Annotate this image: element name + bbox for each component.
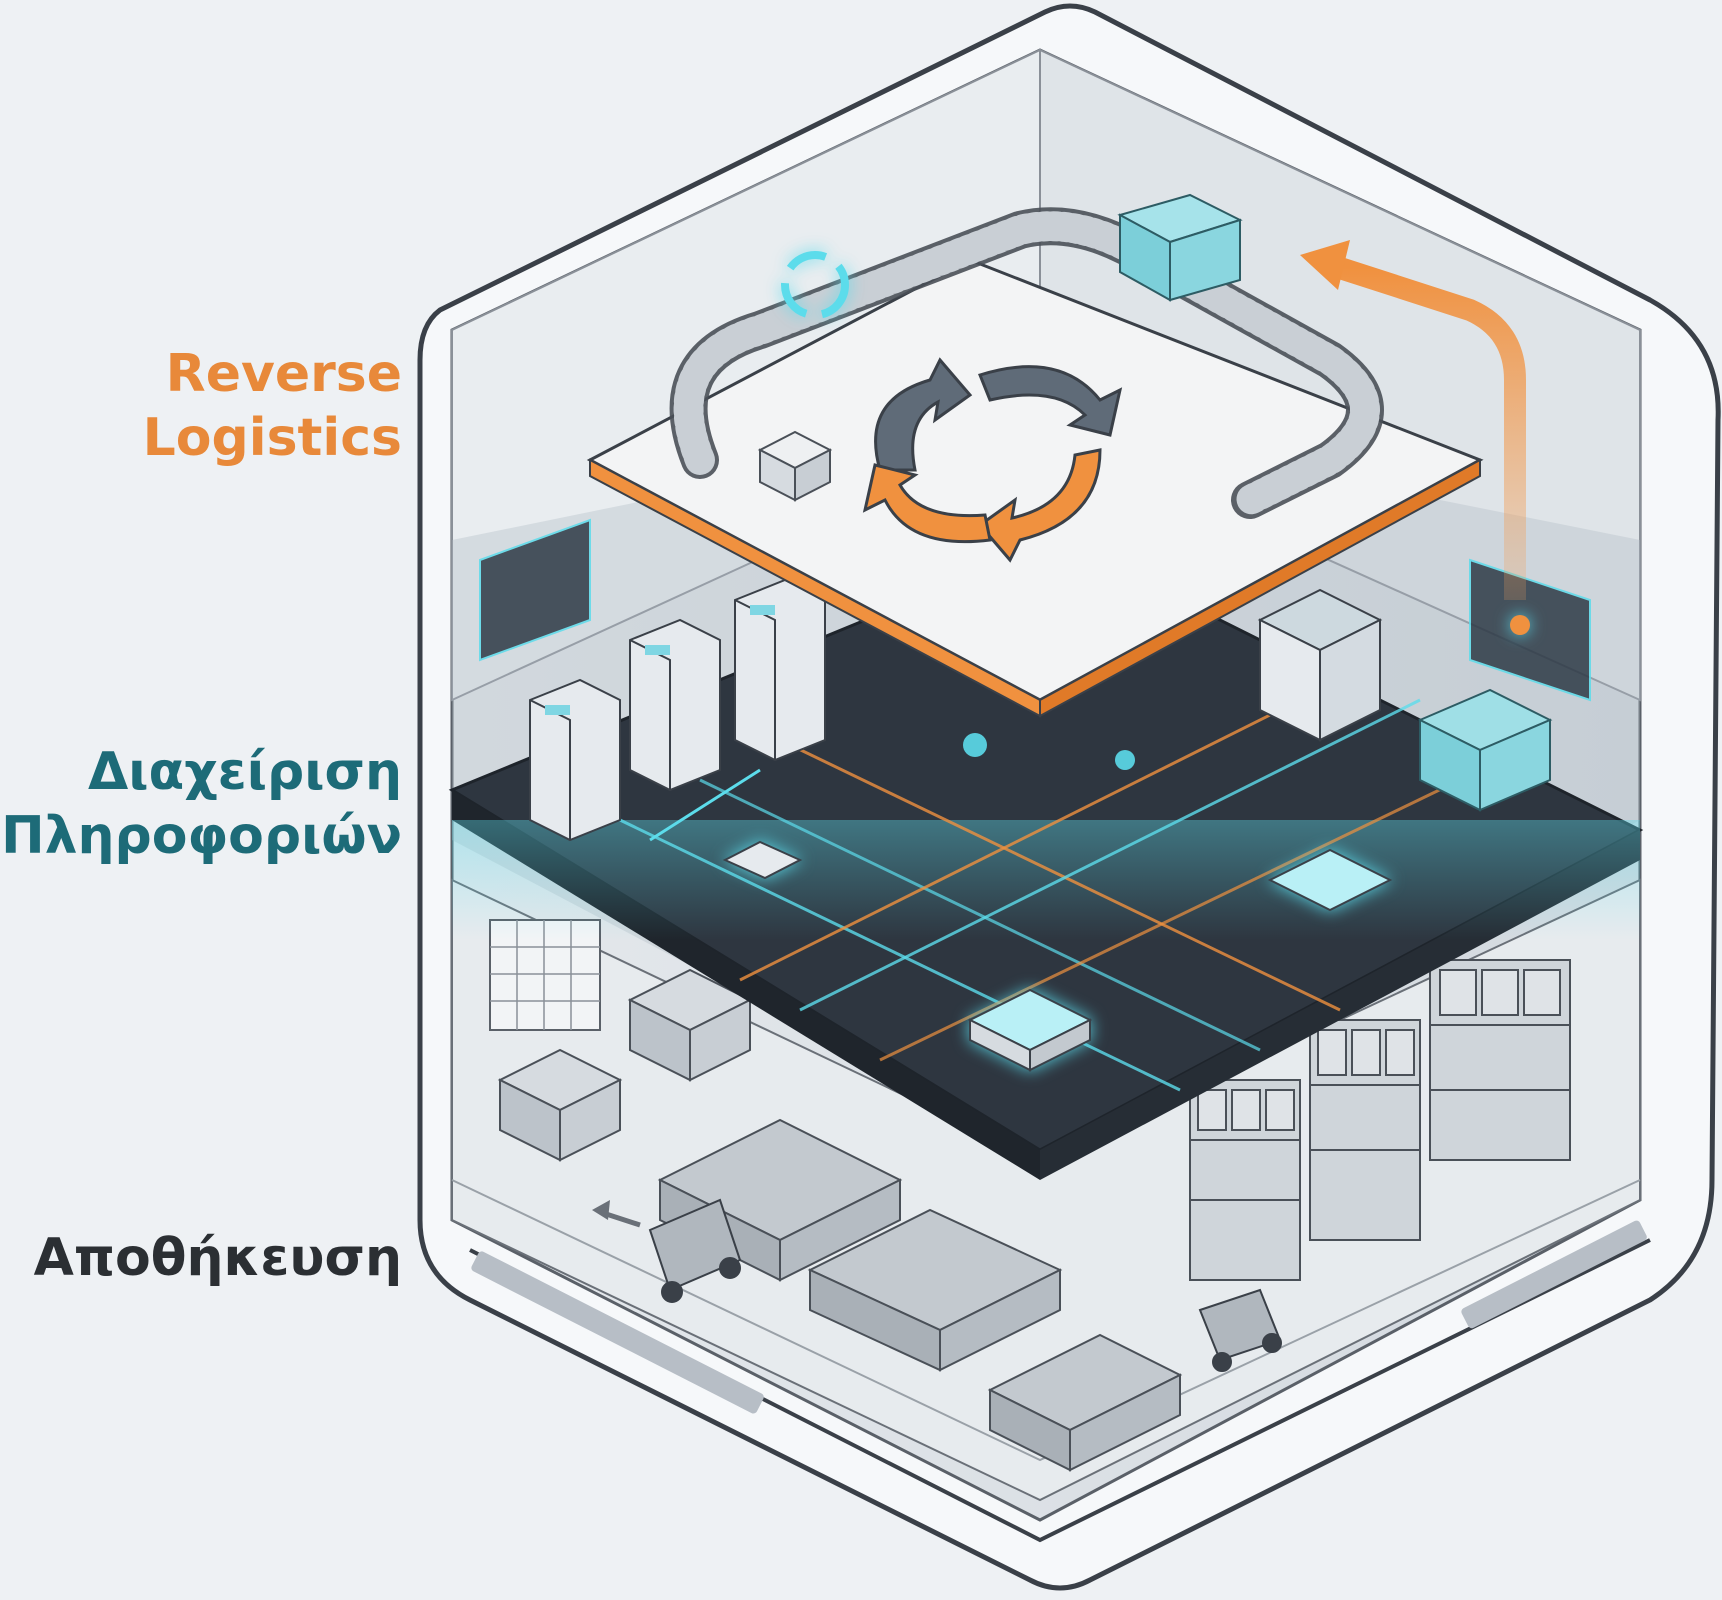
- label-reverse-logistics-line2: Logistics: [142, 408, 402, 468]
- compute-module-icon: [1257, 588, 1383, 742]
- shipping-container-icon: [1117, 193, 1243, 302]
- server-rack-icon: [529, 578, 826, 842]
- storage-level: [451, 878, 1641, 1502]
- crate-pallet-icon: [657, 1118, 1183, 1472]
- box-stack-icon: [497, 968, 753, 1162]
- shipping-container-icon: [1417, 688, 1553, 812]
- label-storage-line1: Αποθήκευση: [33, 1228, 402, 1288]
- data-hub-icon: [722, 840, 1393, 1072]
- wall-monitor-icon: [479, 518, 1591, 702]
- reverse-logistics-level: [586, 193, 1526, 718]
- forklift-icon: [648, 1198, 1282, 1372]
- information-management-level: [448, 420, 1644, 1180]
- label-reverse-logistics-line1: Reverse: [165, 344, 402, 404]
- label-storage: Αποθήκευση: [34, 1226, 402, 1290]
- label-information-management-line1: Διαχείριση: [88, 742, 402, 802]
- label-information-management-line2: Πληροφοριών: [1, 806, 402, 866]
- storage-shelf-icon: [1189, 959, 1571, 1281]
- return-flow-arrow-icon: [1300, 240, 1526, 600]
- holo-recycle-icon: [781, 251, 849, 319]
- label-reverse-logistics: Reverse Logistics: [143, 342, 402, 470]
- label-information-management: Διαχείριση Πληροφοριών: [1, 740, 402, 868]
- conveyor-belt-icon: [669, 207, 1384, 519]
- return-box-icon: [757, 430, 833, 502]
- status-light-icon: [1510, 615, 1530, 635]
- data-flow-arrows-icon: [619, 668, 1461, 1092]
- recycle-cycle-arrows-icon: [862, 357, 1123, 563]
